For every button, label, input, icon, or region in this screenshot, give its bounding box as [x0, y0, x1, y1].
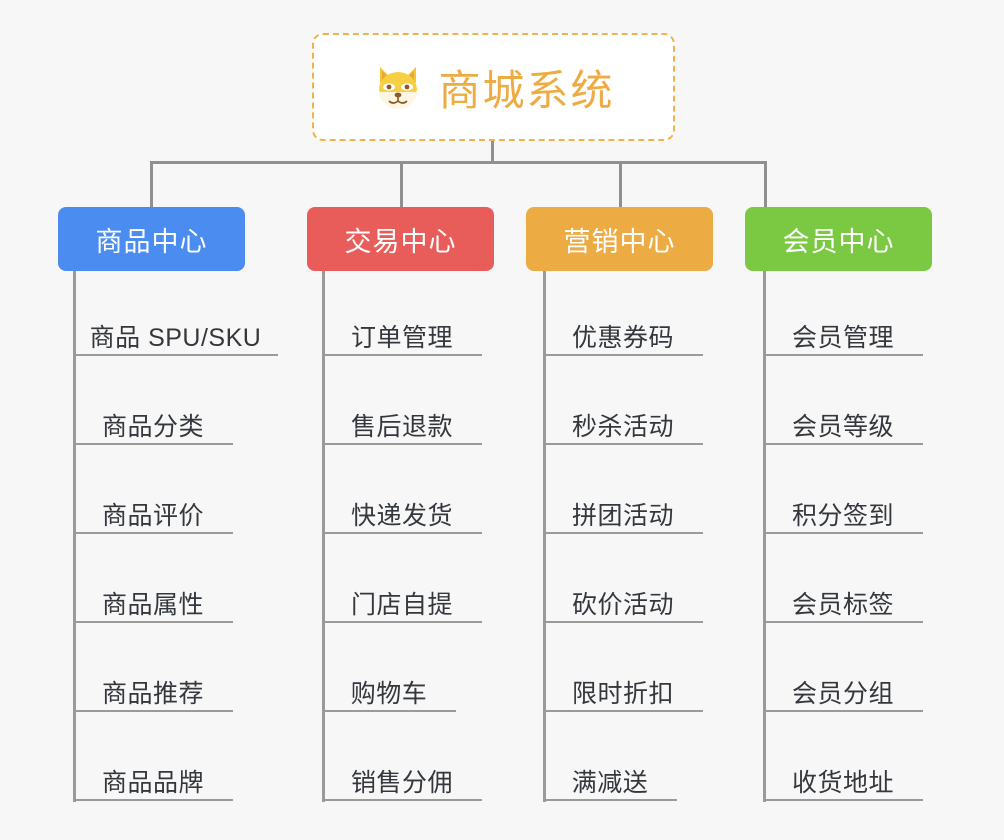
branch-trunk-1: [73, 271, 76, 802]
category-label: 商品中心: [95, 226, 208, 257]
horizontal-bus-connector: [150, 161, 767, 164]
branch-drop-connector-4: [764, 161, 767, 207]
leaf-label: 收货地址: [791, 768, 894, 797]
leaf-label: 快递发货: [350, 501, 453, 530]
leaf-label: 商品 SPU/SKU: [89, 323, 262, 352]
leaf-item[interactable]: 售后退款: [322, 401, 482, 445]
leaf-item[interactable]: 收货地址: [763, 757, 923, 801]
leaf-label: 商品推荐: [101, 679, 204, 708]
category-label: 营销中心: [563, 226, 676, 257]
leaf-label: 售后退款: [350, 412, 453, 441]
leaf-label: 满减送: [571, 768, 649, 797]
leaf-item[interactable]: 快递发货: [322, 490, 482, 534]
branch-drop-connector-3: [619, 161, 622, 207]
leaf-label: 限时折扣: [571, 679, 674, 708]
leaf-label: 优惠券码: [571, 323, 674, 352]
leaf-label: 销售分佣: [350, 768, 453, 797]
leaf-label: 会员标签: [791, 590, 894, 619]
shiba-dog-face-icon: [372, 61, 424, 113]
category-box-member[interactable]: 会员中心: [745, 207, 932, 271]
leaf-item[interactable]: 销售分佣: [322, 757, 482, 801]
leaf-label: 商品品牌: [101, 768, 204, 797]
category-box-product[interactable]: 商品中心: [58, 207, 245, 271]
leaf-item[interactable]: 会员等级: [763, 401, 923, 445]
category-label: 交易中心: [344, 226, 457, 257]
leaf-label: 会员等级: [791, 412, 894, 441]
leaf-item[interactable]: 砍价活动: [543, 579, 703, 623]
leaf-item[interactable]: 会员标签: [763, 579, 923, 623]
leaf-label: 会员管理: [791, 323, 894, 352]
category-box-marketing[interactable]: 营销中心: [526, 207, 713, 271]
leaf-item[interactable]: 会员分组: [763, 668, 923, 712]
leaf-item[interactable]: 商品分类: [73, 401, 233, 445]
leaf-item[interactable]: 购物车: [322, 668, 456, 712]
leaf-item[interactable]: 优惠券码: [543, 312, 703, 356]
leaf-label: 砍价活动: [571, 590, 674, 619]
branch-drop-connector-1: [150, 161, 153, 207]
leaf-item[interactable]: 商品推荐: [73, 668, 233, 712]
leaf-label: 积分签到: [791, 501, 894, 530]
leaf-label: 秒杀活动: [571, 412, 674, 441]
leaf-label: 商品分类: [101, 412, 204, 441]
leaf-item[interactable]: 商品评价: [73, 490, 233, 534]
leaf-item[interactable]: 满减送: [543, 757, 677, 801]
branch-trunk-2: [322, 271, 325, 802]
leaf-item[interactable]: 秒杀活动: [543, 401, 703, 445]
leaf-label: 商品评价: [101, 501, 204, 530]
root-title: 商城系统: [438, 66, 615, 114]
leaf-label: 门店自提: [350, 590, 453, 619]
leaf-label: 商品属性: [101, 590, 204, 619]
leaf-item[interactable]: 门店自提: [322, 579, 482, 623]
root-node[interactable]: 商城系统: [312, 33, 675, 141]
leaf-label: 拼团活动: [571, 501, 674, 530]
leaf-label: 会员分组: [791, 679, 894, 708]
leaf-label: 购物车: [350, 679, 428, 708]
leaf-item[interactable]: 订单管理: [322, 312, 482, 356]
leaf-item[interactable]: 商品属性: [73, 579, 233, 623]
leaf-item[interactable]: 拼团活动: [543, 490, 703, 534]
leaf-item[interactable]: 积分签到: [763, 490, 923, 534]
leaf-item[interactable]: 商品品牌: [73, 757, 233, 801]
leaf-item[interactable]: 会员管理: [763, 312, 923, 356]
category-label: 会员中心: [782, 226, 895, 257]
root-stem-connector: [491, 141, 494, 163]
branch-trunk-4: [763, 271, 766, 802]
category-box-trade[interactable]: 交易中心: [307, 207, 494, 271]
branch-drop-connector-2: [400, 161, 403, 207]
leaf-item[interactable]: 限时折扣: [543, 668, 703, 712]
branch-trunk-3: [543, 271, 546, 802]
leaf-item[interactable]: 商品 SPU/SKU: [73, 312, 278, 356]
leaf-label: 订单管理: [350, 323, 453, 352]
